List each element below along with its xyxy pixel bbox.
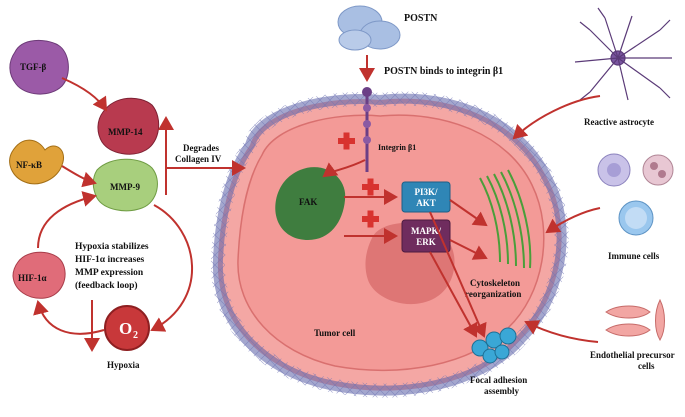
postn-binds-label: POSTN binds to integrin β1 xyxy=(384,66,503,77)
activation-plus-icon xyxy=(362,178,379,196)
reactive-astrocyte-label: Reactive astrocyte xyxy=(584,117,654,127)
tgf-label: TGF-β xyxy=(20,62,46,72)
pi3k-label-line2: AKT xyxy=(416,198,436,208)
mmp9-protein-icon xyxy=(92,158,158,212)
arrow-astrocyte-cell xyxy=(512,95,601,140)
integrin-receptor-icon xyxy=(362,87,372,172)
degrades-label-line2: Collagen IV xyxy=(175,154,222,164)
mmp14-label: MMP-14 xyxy=(108,127,143,137)
focal-label-line2: assembly xyxy=(484,386,520,396)
activation-plus-icon xyxy=(338,132,355,150)
hypoxia-note-line3: MMP expression xyxy=(75,268,144,278)
arrow-mapk-focal xyxy=(429,251,478,338)
immune-cells-label: Immune cells xyxy=(608,251,660,261)
endothelial-label-line2: cells xyxy=(638,361,655,371)
arrow-tgf-mmp14 xyxy=(61,77,108,112)
cytoskeleton-fibers-icon xyxy=(479,169,532,269)
mmp9-label: MMP-9 xyxy=(110,182,140,192)
fak-label: FAK xyxy=(299,197,317,207)
integrin-label: Integrin β1 xyxy=(378,143,416,152)
nfkb-protein-icon xyxy=(9,139,64,185)
mapk-label-line2: ERK xyxy=(416,237,436,247)
arrow-immune-cell xyxy=(545,207,601,234)
o2-subscript: 2 xyxy=(133,330,138,341)
endothelial-cells-icon xyxy=(605,298,665,341)
arrow-pi3k-cytoskeleton xyxy=(449,199,488,227)
arrow-integrin-fak xyxy=(322,159,366,178)
mapk-label-line1: MAPK/ xyxy=(411,226,441,236)
focal-adhesion-icon xyxy=(471,327,517,364)
o2-symbol: O xyxy=(119,319,132,338)
degrades-label-line1: Degrades xyxy=(183,143,219,153)
oxygen-icon xyxy=(104,305,150,351)
activation-plus-icon xyxy=(362,210,379,228)
hypoxia-note-line4: (feedback loop) xyxy=(75,280,138,291)
cytoskeleton-label-line2: reorganization xyxy=(465,289,521,299)
cytoskeleton-label-line1: Cytoskeleton xyxy=(470,278,520,288)
arrow-pi3k-focal xyxy=(429,211,487,338)
arrow-hif-mmp9 xyxy=(37,191,97,249)
hypoxia-note-line1: Hypoxia stabilizes xyxy=(75,242,149,252)
hypoxia-note-line2: HIF-1α increases xyxy=(75,255,145,265)
pi3k-label-line1: PI3K/ xyxy=(414,187,438,197)
nfkb-label: NF-κB xyxy=(16,160,42,170)
endothelial-label-line1: Endothelial precursor xyxy=(590,350,675,360)
hypoxia-label: Hypoxia xyxy=(107,360,140,370)
arrow-nfkb-mmp9 xyxy=(61,165,97,188)
hif-protein-icon xyxy=(12,251,66,299)
immune-cells-icon xyxy=(597,153,674,236)
postn-protein-icon xyxy=(337,5,401,51)
focal-label-line1: Focal adhesion xyxy=(470,375,527,385)
tgf-beta-protein-icon xyxy=(9,39,69,95)
arrow-o2-hif xyxy=(33,300,105,335)
tumor-cell-label: Tumor cell xyxy=(314,328,356,338)
pi3k-akt-box xyxy=(401,181,451,213)
arrow-mmp9-hypoxia xyxy=(150,204,193,332)
reactive-astrocyte-icon xyxy=(574,7,672,101)
mapk-erk-box xyxy=(401,219,451,253)
arrow-endothelial-cell xyxy=(524,320,599,343)
fak-protein-icon xyxy=(275,167,346,240)
arrow-mapk-cytoskeleton xyxy=(449,239,488,260)
mmp14-protein-icon xyxy=(97,97,160,155)
hif-label: HIF-1α xyxy=(18,273,47,283)
postn-label: POSTN xyxy=(404,13,438,24)
